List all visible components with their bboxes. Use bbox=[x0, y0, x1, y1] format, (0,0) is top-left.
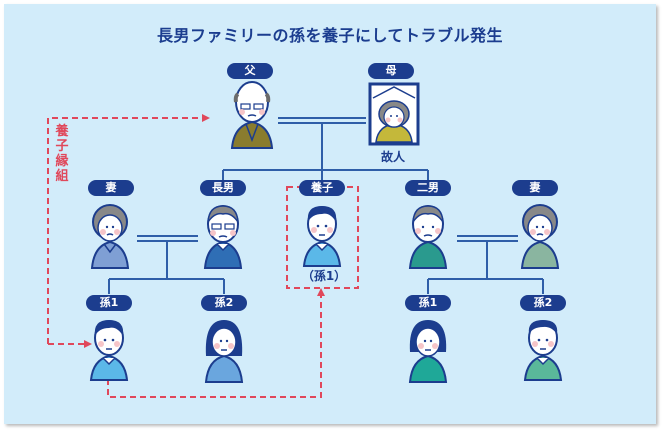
role-badge-second-grandchild2: 孫2 bbox=[520, 295, 566, 311]
adoption-label: 養子縁組 bbox=[55, 124, 69, 184]
arrow-head-to-grandchild bbox=[84, 340, 92, 348]
memorial-portrait-icon bbox=[368, 82, 420, 146]
man-with-glasses-icon bbox=[203, 205, 243, 269]
elderly-man-icon bbox=[230, 81, 274, 149]
woman-icon bbox=[90, 204, 130, 269]
man-icon bbox=[408, 205, 448, 269]
adoption-loop-path bbox=[107, 294, 322, 398]
girl-icon bbox=[408, 320, 448, 383]
adoption-arrow-path-top bbox=[47, 117, 204, 344]
boy-icon bbox=[302, 206, 342, 267]
adopted-child-note: （孫1） bbox=[301, 269, 347, 283]
deceased-caption: 故人 bbox=[380, 150, 405, 164]
arrow-head-to-adopted bbox=[317, 288, 325, 296]
role-badge-second-grandchild1: 孫1 bbox=[405, 295, 451, 311]
diagram-panel: 長男ファミリーの孫を養子にしてトラブル発生 bbox=[4, 4, 656, 424]
family-tree-lines bbox=[47, 81, 563, 398]
girl-icon bbox=[204, 320, 244, 383]
role-badge-eldest-grandchild2: 孫2 bbox=[201, 295, 247, 311]
role-badge-mother: 母 bbox=[368, 63, 414, 79]
role-badge-second-son: 二男 bbox=[405, 180, 451, 196]
boy-icon bbox=[89, 320, 129, 381]
boy-icon bbox=[523, 320, 563, 381]
role-badge-eldest-grandchild1: 孫1 bbox=[86, 295, 132, 311]
role-badge-second-son-wife: 妻 bbox=[512, 180, 558, 196]
arrow-head-to-father bbox=[202, 114, 210, 122]
diagram-title: 長男ファミリーの孫を養子にしてトラブル発生 bbox=[156, 26, 504, 45]
role-badge-father: 父 bbox=[227, 63, 273, 79]
woman-icon bbox=[520, 204, 560, 269]
role-badge-eldest-son-wife: 妻 bbox=[88, 180, 134, 196]
role-badge-adopted-child: 養子 bbox=[299, 180, 345, 196]
role-badge-eldest-son: 長男 bbox=[200, 180, 246, 196]
